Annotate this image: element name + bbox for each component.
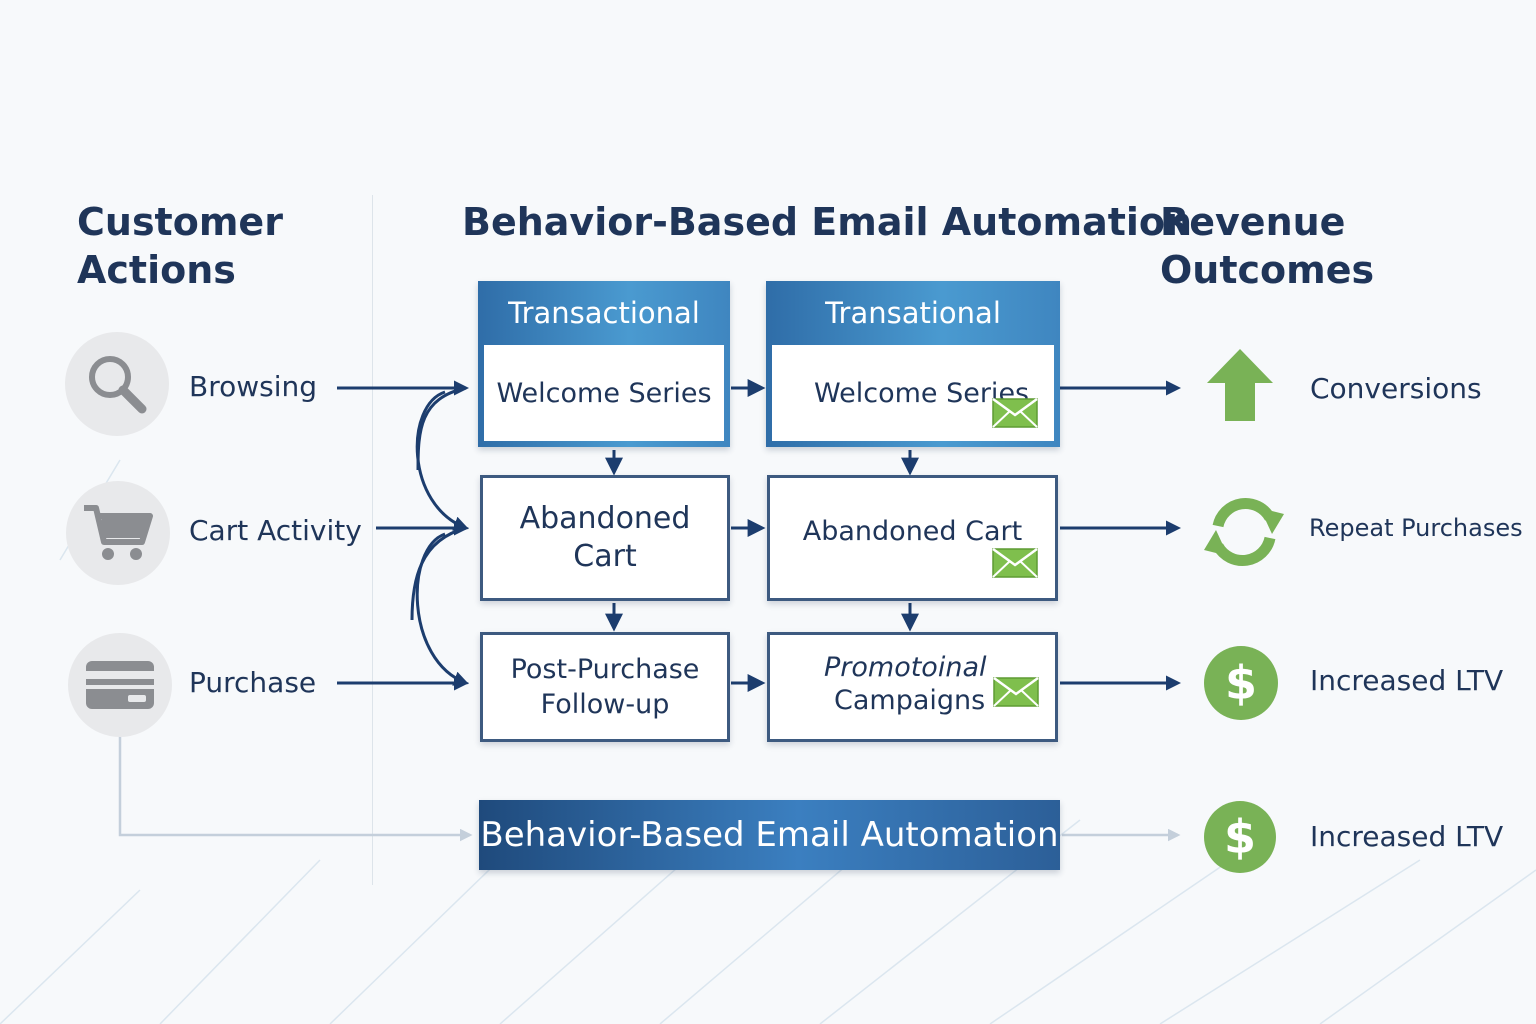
column-divider — [372, 195, 373, 885]
box-post-purchase: Post-Purchase Follow-up — [480, 632, 730, 742]
box-label-campaigns: Campaigns — [834, 685, 986, 716]
envelope-icon — [992, 548, 1038, 578]
box-abandoned-cart-1: Abandoned Cart — [480, 475, 730, 601]
box-label-welcome-series-1: Welcome Series — [496, 377, 712, 409]
action-label-cart-activity: Cart Activity — [189, 514, 362, 547]
credit-card-icon — [86, 661, 154, 709]
box-label-abandoned-cart-1: Abandoned Cart — [519, 501, 691, 574]
heading-revenue-outcomes: Revenue Outcomes — [1160, 200, 1375, 292]
box-label-post-purchase: Post-Purchase Follow-up — [510, 654, 700, 720]
outcome-label-increased-ltv: Increased LTV — [1310, 664, 1504, 697]
panel-header-transational: Transational — [825, 296, 1001, 330]
magnifier-icon — [89, 356, 147, 414]
heading-customer-actions: Customer Actions — [77, 200, 283, 292]
outcome-label-conversions: Conversions — [1310, 372, 1482, 405]
box-abandoned-cart-2: Abandoned Cart — [767, 475, 1058, 601]
envelope-icon — [992, 398, 1038, 428]
box-welcome-series-1: Welcome Series — [484, 345, 724, 441]
action-label-purchase: Purchase — [189, 666, 317, 699]
shopping-cart-icon — [84, 505, 153, 560]
action-label-browsing: Browsing — [189, 370, 318, 403]
curve-cart-purchase — [415, 532, 469, 686]
envelope-icon — [993, 677, 1039, 707]
refresh-cycle-icon — [1204, 497, 1284, 567]
box-label-promotional: Promotoinal — [824, 652, 987, 683]
action-icon-circle-browsing — [65, 332, 169, 436]
svg-text:$: $ — [1225, 656, 1257, 710]
banner-outcome-label: Increased LTV — [1310, 820, 1504, 853]
banner-email-automation: Behavior-Based Email Automation — [479, 800, 1060, 870]
action-icon-circle-cart — [66, 481, 170, 585]
banner-label: Behavior-Based Email Automation — [480, 815, 1059, 855]
action-icon-circle-purchase — [68, 633, 172, 737]
panel-header-transactional: Transactional — [508, 296, 700, 330]
svg-text:$: $ — [1224, 810, 1256, 864]
heading-email-automation: Behavior-Based Email Automation — [462, 200, 1193, 244]
dollar-icon: $ — [1204, 801, 1276, 873]
panel-transactional-welcome: Transactional Welcome Series — [478, 281, 730, 447]
light-line-to-banner — [118, 735, 473, 842]
up-arrow-icon — [1207, 349, 1273, 421]
dollar-icon: $ — [1204, 646, 1278, 720]
outcome-label-repeat-purchases: Repeat Purchases — [1309, 514, 1523, 542]
box-label-abandoned-cart-2: Abandoned Cart — [802, 516, 1023, 547]
curve-browse-cart — [415, 390, 469, 531]
